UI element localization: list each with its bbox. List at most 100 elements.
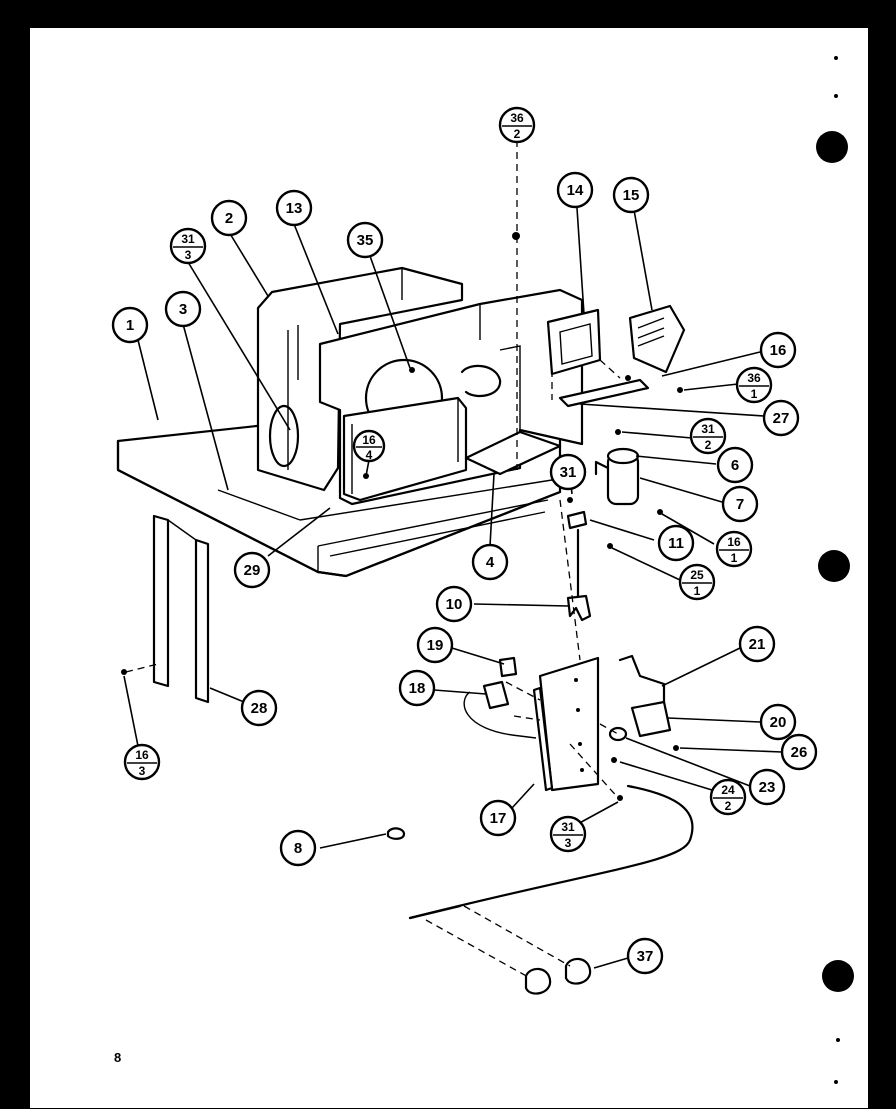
svg-text:24: 24 — [721, 783, 735, 797]
fraction-callout-36-1: 36 1 — [735, 366, 773, 404]
callout-13: 13 — [275, 189, 313, 227]
svg-text:13: 13 — [286, 200, 303, 217]
callouts: 1 2 3 13 35 14 15 16 27 6 7 31 11 29 4 1… — [111, 171, 818, 975]
callout-17: 17 — [479, 799, 517, 837]
fraction-callouts: 36 2 31 3 16 4 36 1 31 2 16 1 — [123, 106, 773, 853]
mounting-bracket-14 — [546, 308, 602, 376]
speck — [834, 1080, 838, 1084]
fraction-callout-16-1: 16 1 — [715, 530, 753, 568]
svg-text:3: 3 — [139, 764, 146, 778]
speck — [836, 1038, 840, 1042]
svg-text:3: 3 — [185, 248, 192, 262]
rod-assembly — [566, 510, 592, 622]
fraction-callout-31-2: 31 2 — [689, 417, 727, 455]
callout-3: 3 — [164, 290, 202, 328]
binder-hole-bottom — [822, 960, 854, 992]
svg-text:26: 26 — [791, 744, 808, 761]
control-plate — [532, 656, 600, 792]
callout-26: 26 — [780, 733, 818, 771]
svg-text:16: 16 — [770, 342, 787, 359]
diagram-sheet — [30, 28, 868, 1108]
svg-text:6: 6 — [731, 457, 739, 474]
svg-text:25: 25 — [690, 568, 704, 582]
svg-text:31: 31 — [561, 820, 575, 834]
svg-text:11: 11 — [668, 535, 684, 552]
binder-hole-top — [816, 131, 848, 163]
callout-11: 11 — [657, 524, 695, 562]
callout-4: 4 — [471, 543, 509, 581]
bracket-27 — [558, 378, 650, 408]
svg-text:2: 2 — [725, 799, 732, 813]
svg-text:8: 8 — [294, 840, 302, 857]
callout-16: 16 — [759, 331, 797, 369]
grommet-8 — [386, 827, 406, 840]
fraction-callout-36-2: 36 2 — [498, 106, 536, 144]
svg-text:27: 27 — [773, 410, 790, 427]
fraction-callout-24-2: 24 2 — [709, 778, 747, 816]
callout-21: 21 — [738, 625, 776, 663]
svg-text:29: 29 — [244, 562, 261, 579]
callout-10: 10 — [435, 585, 473, 623]
plate-4 — [464, 430, 562, 476]
speck — [834, 56, 838, 60]
svg-text:4: 4 — [366, 448, 373, 462]
callout-27: 27 — [762, 399, 800, 437]
svg-text:1: 1 — [731, 551, 738, 565]
leader-lines — [123, 207, 783, 969]
fan-housing — [268, 404, 300, 468]
svg-text:1: 1 — [694, 584, 701, 598]
svg-text:23: 23 — [759, 779, 776, 796]
callout-8: 8 — [279, 829, 317, 867]
callout-15: 15 — [612, 176, 650, 214]
callout-23: 23 — [748, 768, 786, 806]
svg-text:37: 37 — [637, 948, 654, 965]
svg-text:3: 3 — [565, 836, 572, 850]
svg-text:14: 14 — [567, 182, 584, 199]
svg-text:19: 19 — [427, 637, 444, 654]
control-box — [342, 396, 562, 502]
svg-text:16: 16 — [727, 535, 741, 549]
svg-text:15: 15 — [623, 187, 640, 204]
speck — [834, 94, 838, 98]
binder-hole-middle — [818, 550, 850, 582]
callout-20: 20 — [759, 703, 797, 741]
callout-35: 35 — [346, 221, 384, 259]
callout-14: 14 — [556, 171, 594, 209]
page-number: 8 — [114, 1050, 122, 1065]
svg-text:7: 7 — [736, 496, 744, 513]
svg-text:3: 3 — [179, 301, 187, 318]
svg-text:31: 31 — [181, 232, 195, 246]
svg-text:1: 1 — [751, 387, 758, 401]
svg-text:21: 21 — [749, 636, 766, 653]
assembly-lines — [125, 140, 621, 979]
svg-text:36: 36 — [510, 111, 524, 125]
callout-1: 1 — [111, 306, 149, 344]
svg-text:2: 2 — [514, 127, 521, 141]
callout-6: 6 — [716, 446, 754, 484]
front-bracket — [152, 514, 210, 704]
switch-bracket — [608, 654, 672, 742]
svg-text:10: 10 — [446, 596, 463, 613]
svg-text:2: 2 — [225, 210, 233, 227]
callout-31: 31 — [549, 453, 587, 491]
fraction-callout-31-3-a: 31 3 — [169, 227, 207, 265]
fraction-callout-31-3-b: 31 3 — [549, 815, 587, 853]
svg-text:16: 16 — [135, 748, 149, 762]
svg-text:28: 28 — [251, 700, 268, 717]
svg-text:36: 36 — [747, 371, 761, 385]
svg-text:17: 17 — [490, 810, 507, 827]
svg-text:2: 2 — [705, 438, 712, 452]
capacitor — [594, 447, 640, 506]
fraction-callout-16-4: 16 4 — [352, 429, 386, 463]
callout-28: 28 — [240, 689, 278, 727]
bracket-assembly — [546, 304, 686, 408]
binder-holes — [816, 56, 854, 1084]
fraction-callout-25-1: 25 1 — [678, 563, 716, 601]
svg-text:18: 18 — [409, 680, 426, 697]
callout-19: 19 — [416, 626, 454, 664]
svg-text:4: 4 — [486, 554, 495, 571]
callout-18: 18 — [398, 669, 436, 707]
fraction-callout-16-3: 16 3 — [123, 743, 161, 781]
svg-text:35: 35 — [357, 232, 374, 249]
